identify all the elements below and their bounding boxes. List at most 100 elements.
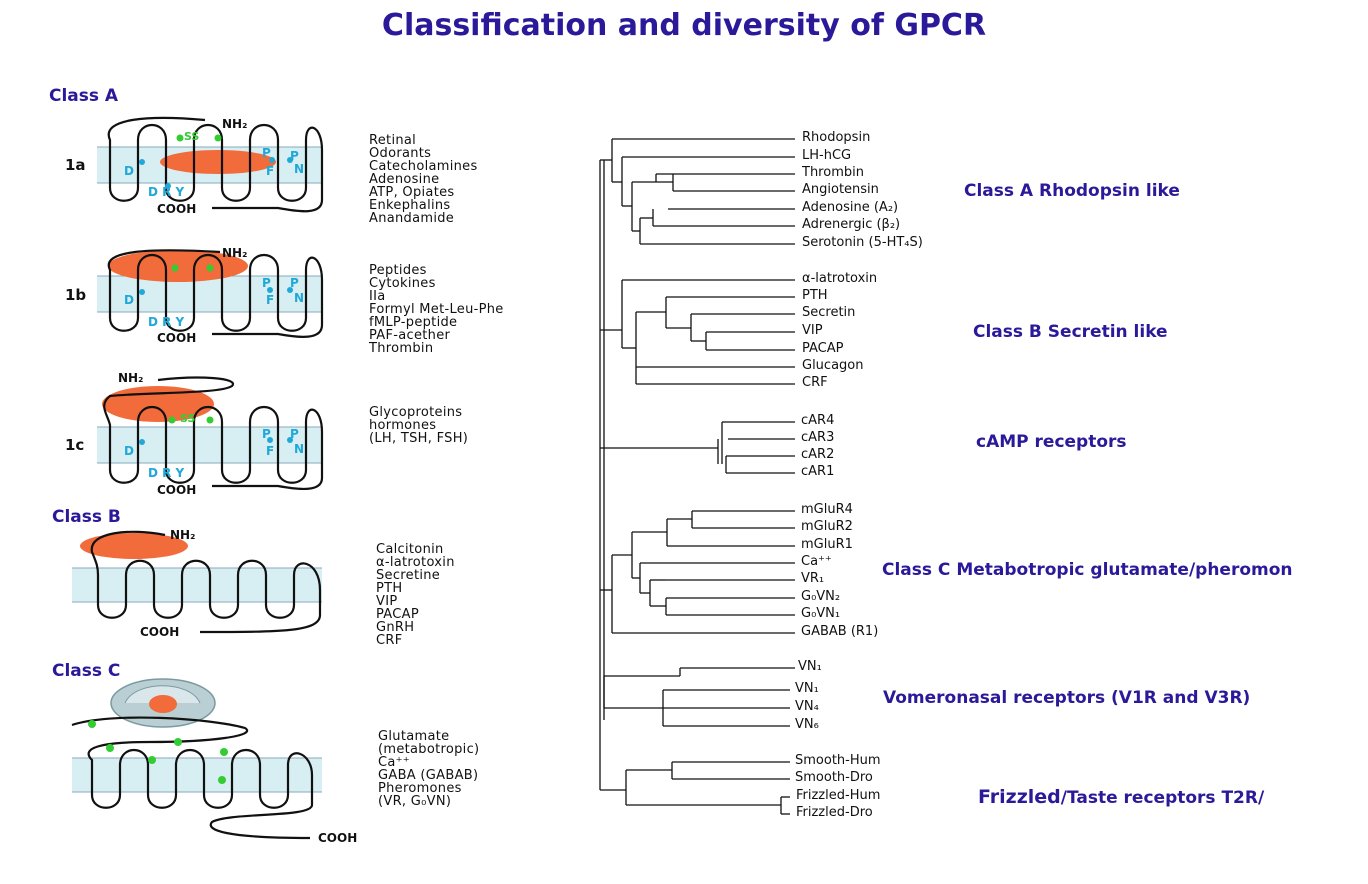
row-label-1c: 1c (65, 436, 84, 454)
group-label-class-b: Class B Secretin like (973, 322, 1168, 342)
ligand-item: Thrombin (369, 341, 434, 356)
tree-leaf-label: VN₁ (798, 659, 822, 674)
d-label-1b: D (124, 293, 134, 307)
f-label-1b: F (266, 293, 274, 307)
tree-leaf-label: Angiotensin (802, 182, 879, 197)
ligand-item: Peptides (369, 263, 427, 278)
ligand-blob-1a (160, 150, 276, 174)
ligand-item: Glutamate (378, 729, 450, 744)
tree-leaf-label: Adrenergic (β₂) (802, 217, 901, 232)
ligand-item: Glycoproteins (369, 405, 463, 420)
ligand-item: Formyl Met-Leu-Phe (369, 302, 504, 317)
dry-label-1c: D R Y (148, 466, 185, 480)
ligand-item: Adenosine (369, 172, 440, 187)
tree-leaf-label: G₀VN₂ (801, 589, 841, 604)
ligand-item: PAF-acether (369, 328, 451, 343)
dry-label-1a: D R Y (148, 185, 185, 199)
receptor-chain-1b (107, 249, 324, 338)
ligand-item: Retinal (369, 133, 417, 148)
ligand-item: PACAP (376, 607, 419, 622)
ligand-item: VIP (376, 594, 398, 609)
nh2-label-1c: NH₂ (118, 371, 143, 385)
cooh-label-1c: COOH (157, 483, 196, 497)
ligand-item: Secretine (376, 568, 441, 583)
page-title: Classification and diversity of GPCR (381, 8, 987, 43)
group-label-camp: cAMP receptors (976, 432, 1127, 452)
frizzled-label: Frizzled (978, 786, 1061, 808)
d-label-1c: D (124, 444, 134, 458)
ss-label-1a: SS (184, 130, 199, 143)
group-label-class-a: Class A Rhodopsin like (964, 181, 1180, 201)
ligand-blob-b (80, 533, 188, 559)
tree-leaf-label: Secretin (802, 305, 856, 320)
ligand-item: (LH, TSH, FSH) (369, 431, 469, 446)
receptor-class-c: COOH (71, 678, 357, 845)
ss-label-1c: SS (180, 412, 195, 425)
tree-leaf-label: LH-hCG (802, 148, 852, 163)
tree-leaf-label: PTH (802, 288, 828, 303)
ligand-item: CRF (376, 633, 403, 648)
receptor-chain-b (90, 530, 322, 634)
ligand-item: Pheromones (378, 781, 462, 796)
group-label-vomeronasal: Vomeronasal receptors (V1R and V3R) (883, 688, 1251, 708)
ligand-item: GABA (GABAB) (378, 768, 479, 783)
p-label-1c: P (262, 427, 271, 441)
tree-leaf-label: VN₄ (795, 699, 819, 714)
ligand-item: (VR, G₀VN) (378, 794, 452, 809)
ligand-item: Ca⁺⁺ (378, 755, 410, 770)
tree-leaf-label: mGluR2 (801, 519, 853, 534)
class-a-label: Class A (49, 86, 119, 106)
group-label-class-c: Class C Metabotropic glutamate/pheromon (882, 560, 1293, 580)
tree-leaf-label: CRF (802, 375, 828, 390)
receptor-class-b: NH₂ COOH (72, 528, 322, 639)
tree-leaf-label: cAR3 (801, 430, 835, 445)
tree-leaf-label: Smooth-Dro (795, 770, 873, 785)
ligand-item: Enkephalins (369, 198, 451, 213)
tree-leaf-label: VIP (802, 323, 823, 338)
receptor-1b: NH₂ COOH D P P F N D R Y 1b (65, 246, 324, 345)
ligand-item: Cytokines (369, 276, 436, 291)
tree-leaf-label: Adenosine (A₂) (802, 200, 899, 215)
row-label-1a: 1a (65, 156, 86, 174)
receptor-1c: NH₂ SS COOH D P P F N D R Y 1c (65, 371, 324, 497)
ligand-item: Catecholamines (369, 159, 478, 174)
p2-label-1b: P (290, 276, 299, 290)
n-label-1a: N (294, 162, 304, 176)
ligand-item: ATP, Opiates (369, 185, 455, 200)
p2-label-1c: P (290, 427, 299, 441)
tree-leaf-label: cAR4 (801, 413, 835, 428)
tree-leaf-label: VR₁ (801, 571, 825, 586)
ligand-item: Anandamide (369, 211, 455, 226)
f-label-1a: F (266, 164, 274, 178)
tree-leaf-label: Ca⁺⁺ (801, 554, 832, 569)
ligand-item: Odorants (369, 146, 432, 161)
p-label-1a: P (262, 146, 271, 160)
tree-leaf-label: Frizzled-Hum (796, 788, 881, 803)
tree-leaf-label: α-latrotoxin (802, 271, 878, 286)
membrane-band-c (72, 758, 322, 792)
ligand-item: hormones (369, 418, 437, 433)
tree-leaf-label: GABAB (R1) (801, 624, 879, 639)
cooh-label-1b: COOH (157, 331, 196, 345)
receptor-chain-1a (107, 116, 324, 213)
p-label-1b: P (262, 276, 271, 290)
tree-leaf-label: VN₆ (795, 717, 819, 732)
tree-leaf-label: G₀VN₁ (801, 606, 841, 621)
tree-leaf-label: mGluR4 (801, 502, 853, 517)
d-label-1a: D (124, 164, 134, 178)
tree-leaf-label: mGluR1 (801, 537, 853, 552)
ligand-list-class-c: Glutamate(metabotropic)Ca⁺⁺GABA (GABAB)P… (378, 730, 479, 808)
tree-leaf-label: Serotonin (5-HT₄S) (802, 235, 923, 250)
nh2-label-1a: NH₂ (222, 117, 247, 131)
cooh-label-1a: COOH (157, 202, 196, 216)
row-label-1b: 1b (65, 286, 86, 304)
nh2-label-1b: NH₂ (222, 246, 247, 260)
tree-leaf-label: Frizzled-Dro (796, 805, 873, 820)
tree-leaf-label: cAR2 (801, 447, 835, 462)
tree-leaf-label: Rhodopsin (802, 130, 871, 145)
